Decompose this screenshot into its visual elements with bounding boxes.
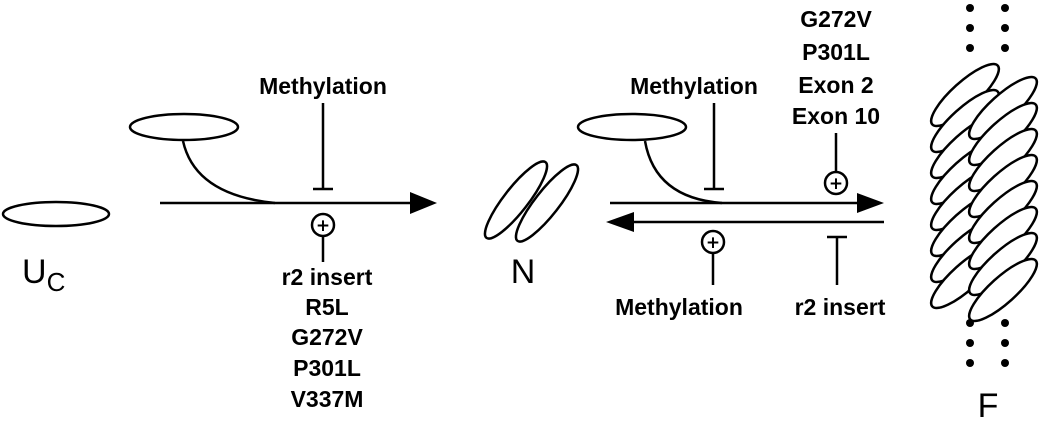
step2-forward-promoter-list: G272V P301L Exon 2 Exon 10	[792, 6, 880, 129]
step1-promoter-r2-insert: r2 insert	[282, 264, 373, 290]
step2-binding-curve	[643, 140, 723, 205]
svg-text:+: +	[829, 174, 843, 194]
filament-continuation-top	[966, 4, 1009, 52]
f-label: F	[978, 387, 999, 421]
step2-promoter-exon-2: Exon 2	[798, 72, 873, 98]
step2-promoter-exon-10: Exon 10	[792, 103, 880, 129]
step1-promoter-p301l: P301L	[293, 355, 361, 381]
step1-binding-curve	[181, 140, 276, 205]
step2-reverse-promoter-label: Methylation	[615, 294, 743, 320]
step2-forward-plus-icon: +	[823, 170, 849, 196]
svg-text:+: +	[316, 216, 330, 236]
step2-reverse-arrowhead	[606, 212, 634, 232]
step1-plus-icon: +	[310, 212, 336, 238]
svg-text:+: +	[706, 233, 720, 253]
step1-promoter-g272v: G272V	[291, 324, 363, 350]
step2-forward-inhibitor-label: Methylation	[630, 73, 758, 99]
step1-promoter-list: r2 insert R5L G272V P301L V337M	[282, 264, 373, 412]
uc-label: UC	[22, 253, 65, 297]
step1-promoter-r5l: R5L	[305, 294, 348, 320]
step2-reverse-inhibitor-label: r2 insert	[795, 294, 886, 320]
step2-reverse-plus-icon: +	[700, 229, 726, 255]
step1-arrowhead	[410, 192, 437, 214]
n-dimer	[483, 160, 580, 243]
step1-incoming-monomer	[128, 112, 240, 142]
step2-promoter-p301l: P301L	[802, 39, 870, 65]
filament-stack	[929, 62, 1039, 323]
filament-continuation-bottom	[966, 319, 1009, 367]
step2-promoter-g272v: G272V	[800, 6, 872, 32]
step1-promoter-v337m: V337M	[291, 386, 364, 412]
n-label: N	[511, 253, 536, 291]
step2-forward-arrowhead	[857, 193, 884, 213]
step1-inhibitor-label: Methylation	[259, 73, 387, 99]
uc-monomer	[1, 200, 111, 228]
step2-incoming-monomer	[576, 112, 688, 142]
